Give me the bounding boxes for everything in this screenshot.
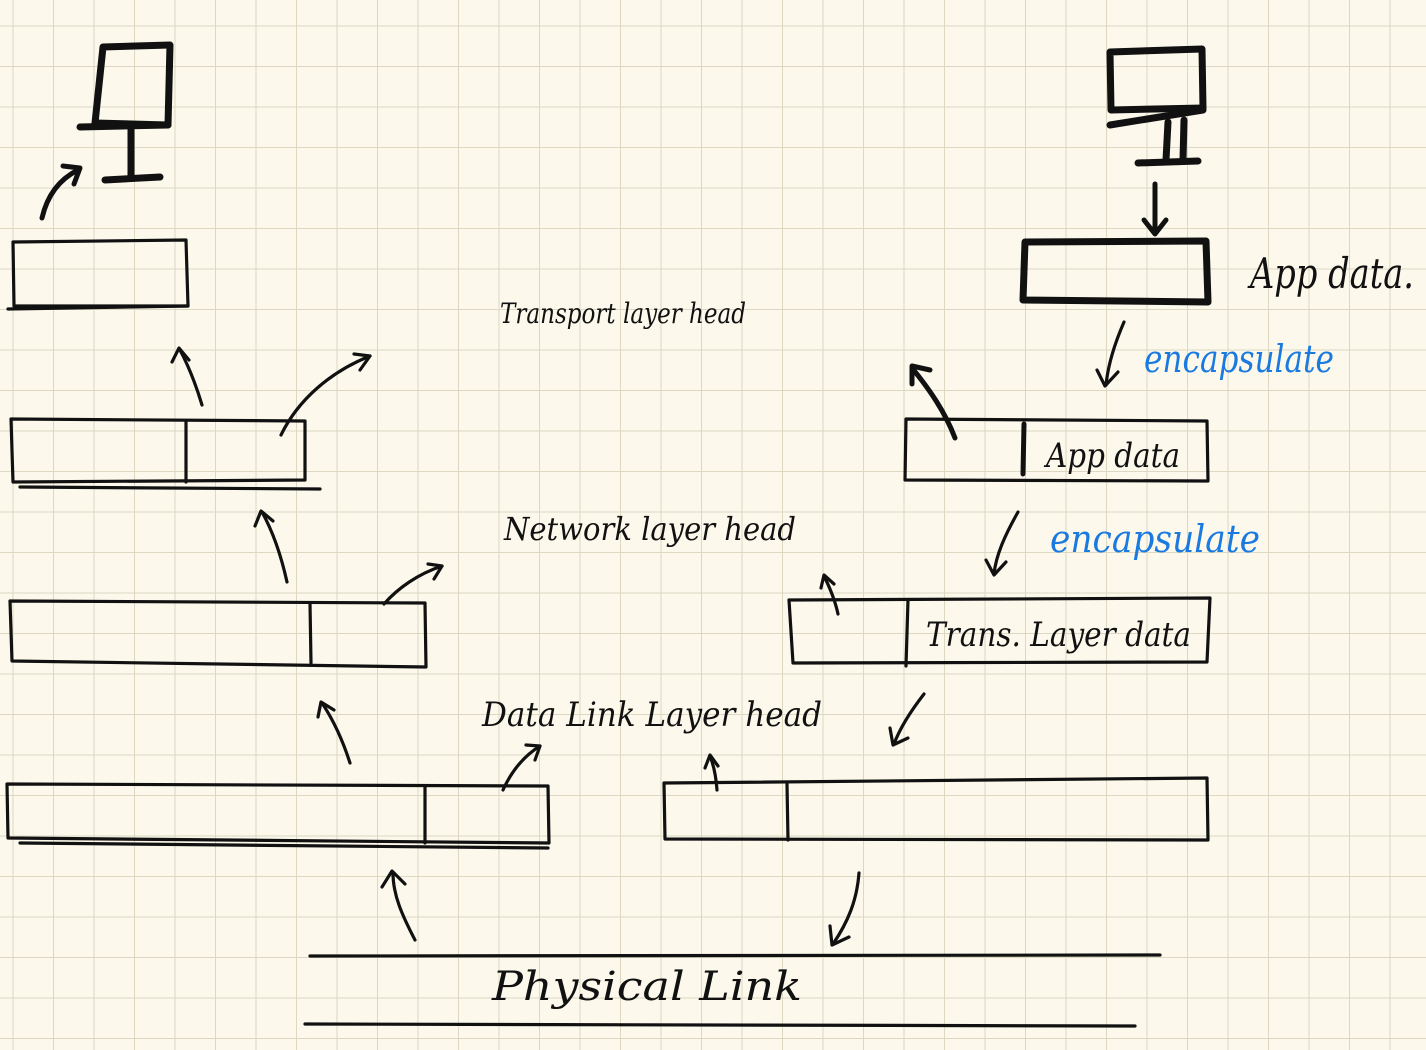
right-network-packet-box	[787, 596, 1212, 668]
left-arrow-to-monitor	[39, 163, 83, 221]
left-computer-monitor-icon	[76, 41, 174, 184]
right-datalink-frame-box	[662, 776, 1210, 842]
datalink-layer-head-label: Data Link Layer head	[481, 695, 822, 735]
right-arrow-physical-down	[828, 871, 861, 947]
right-transport-segment-box	[903, 417, 1210, 483]
left-datalink-frame-box	[5, 782, 551, 850]
encapsulate-label-1: encapsulate	[1144, 337, 1334, 381]
right-computer-monitor-icon	[1106, 45, 1207, 167]
transport-layer-head-label: Transport layer head	[500, 297, 746, 330]
right-arrow-monitor-down	[1141, 181, 1169, 237]
encapsulate-label-2: encapsulate	[1050, 517, 1260, 561]
left-arrow-network-head-out	[382, 562, 444, 606]
left-transport-segment-box	[9, 417, 322, 491]
app-data-outer-label: App data.	[1247, 249, 1414, 298]
trans-layer-data-label: Trans. Layer data	[926, 615, 1191, 655]
right-arrow-frame-head-out	[703, 753, 720, 792]
left-app-data-box	[6, 238, 190, 311]
left-network-packet-box	[8, 599, 428, 669]
physical-link-band	[303, 953, 1162, 1028]
right-arrow-encapsulate-2	[984, 510, 1020, 577]
network-layer-head-label: Network layer head	[503, 510, 796, 548]
right-arrow-encapsulate-1	[1095, 320, 1126, 388]
right-arrow-network-head-out	[819, 573, 840, 616]
app-data-inner-label: App data	[1043, 436, 1180, 476]
left-arrow-frame-up	[316, 700, 352, 765]
left-arrow-network-up	[253, 509, 289, 584]
right-app-data-box	[1019, 237, 1212, 306]
left-arrow-transport-up	[170, 346, 204, 407]
right-arrow-transport-head-out	[909, 363, 958, 441]
left-arrow-physical-up	[380, 869, 417, 942]
left-arrow-frame-head-out	[501, 743, 542, 792]
right-arrow-to-frame	[888, 692, 926, 747]
left-arrow-transport-head-out	[279, 352, 372, 437]
physical-link-label: Physical Link	[491, 964, 802, 1010]
